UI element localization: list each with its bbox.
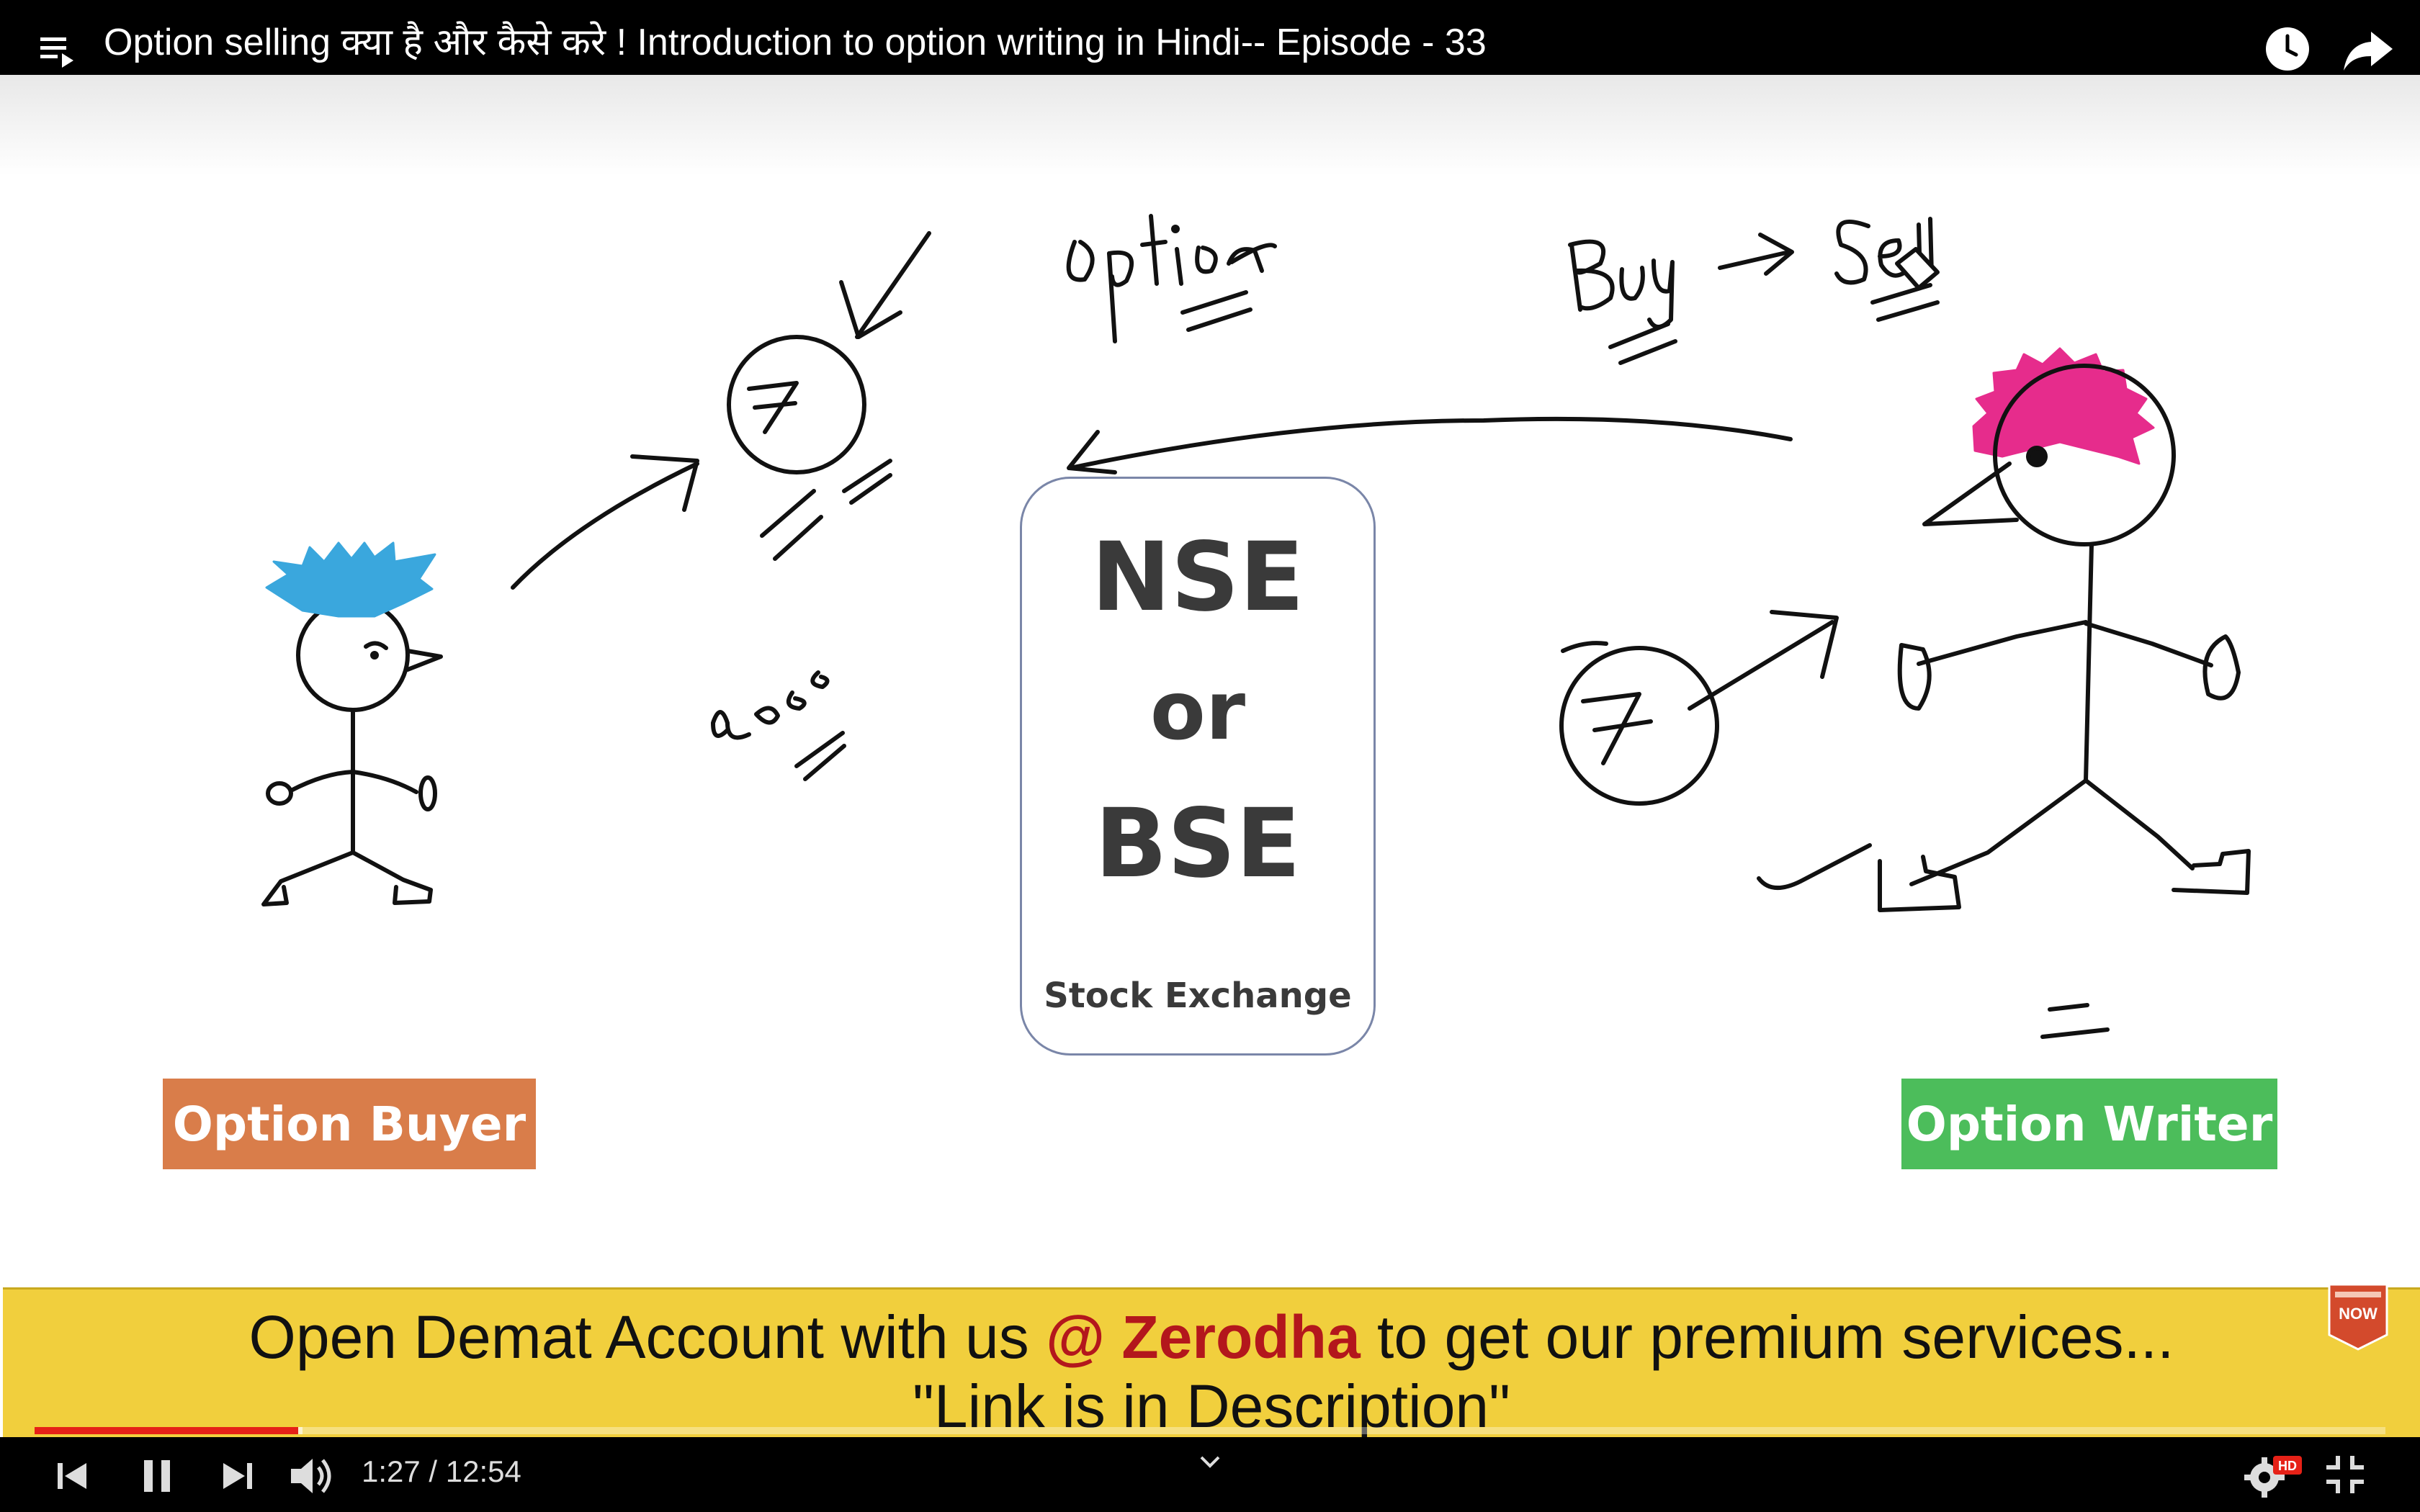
hd-badge: HD: [2278, 1459, 2297, 1473]
settings-icon[interactable]: HD: [2243, 1454, 2303, 1498]
ad-text-before: Open Demat Account with us: [248, 1303, 1047, 1371]
option-buyer-figure: [261, 598, 443, 906]
exit-fullscreen-icon[interactable]: [2325, 1454, 2365, 1495]
stock-exchange-box: NSE or BSE Stock Exchange: [1020, 477, 1376, 1056]
volume-icon[interactable]: [290, 1456, 337, 1496]
chevron-down-icon[interactable]: [1197, 1452, 1223, 1472]
ad-brand: @ Zerodha: [1046, 1303, 1361, 1371]
bse-label: BSE: [1095, 788, 1301, 899]
previous-icon[interactable]: [55, 1459, 89, 1493]
option-writer-figure: [1757, 364, 2251, 1039]
option-writer-label: Option Writer: [1901, 1079, 2277, 1169]
progress-played: [35, 1427, 298, 1434]
player-controls: 1:27 / 12:54 HD: [0, 1437, 2420, 1512]
ad-line-1: Open Demat Account with us @ Zerodha to …: [3, 1302, 2420, 1372]
zerodha-ad-banner[interactable]: Open Demat Account with us @ Zerodha to …: [3, 1287, 2420, 1437]
ad-text-after: to get our premium services...: [1360, 1303, 2174, 1371]
ad-line-2: "Link is in Description": [913, 1372, 1510, 1437]
share-icon[interactable]: [2342, 27, 2394, 73]
title-bar: Option selling क्या है और कैसे करे ! Int…: [0, 0, 2420, 75]
clock-icon[interactable]: [2264, 26, 2311, 72]
progress-bar[interactable]: [35, 1427, 2385, 1434]
next-icon[interactable]: [220, 1459, 255, 1493]
option-buyer-label: Option Buyer: [163, 1079, 536, 1169]
subscribe-now-badge-icon[interactable]: NOW: [2325, 1277, 2391, 1352]
whiteboard-sketch: [261, 214, 2251, 1039]
nse-label: NSE: [1091, 522, 1304, 633]
pause-icon[interactable]: [138, 1457, 176, 1495]
time-display: 1:27 / 12:54: [362, 1454, 521, 1488]
stock-exchange-label: Stock Exchange: [1044, 976, 1352, 1016]
video-frame[interactable]: NSE or BSE Stock Exchange Option Buyer O…: [0, 75, 2420, 1437]
svg-text:NOW: NOW: [2339, 1305, 2378, 1323]
or-label: or: [1150, 665, 1246, 758]
video-title: Option selling क्या है और कैसे करे ! Int…: [104, 22, 1487, 63]
playlist-icon[interactable]: [39, 33, 76, 71]
